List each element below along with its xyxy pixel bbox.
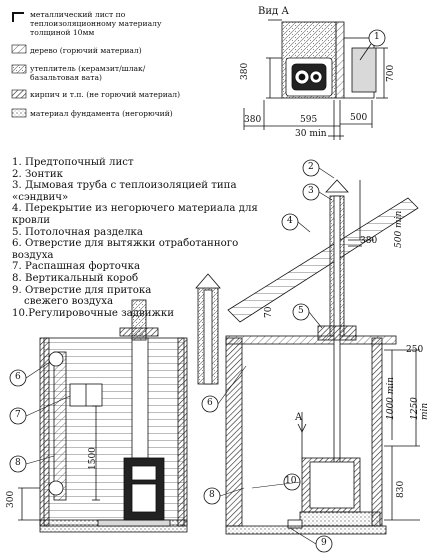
item-9-cont: свежего воздуха xyxy=(24,296,114,308)
callout-8-right xyxy=(203,487,221,505)
callout-9 xyxy=(315,535,333,553)
legend-wood: дерево (горючий материал) xyxy=(30,46,142,55)
item-4-cont: кровли xyxy=(12,214,51,226)
view-a-title: Вид А xyxy=(258,6,289,17)
item-5: 5. Потолочная разделка xyxy=(12,226,143,238)
section-view xyxy=(195,179,420,535)
item-6: 6. Отверстие для вытяжки отработанного xyxy=(12,238,239,250)
callout-6-left xyxy=(9,369,27,387)
legend-foundation: материал фундамента (негорючий) xyxy=(30,109,173,118)
foundation-dots-icon xyxy=(11,108,27,118)
sheet-icon xyxy=(12,12,24,22)
callout-4 xyxy=(281,213,299,231)
item-3-cont: «сэндвич» xyxy=(12,191,69,203)
callout-7 xyxy=(9,407,27,425)
item-list: 1. Предтопочный лист 2. Зонтик 3. Дымова… xyxy=(12,157,258,319)
callout-3 xyxy=(302,183,320,201)
callout-1 xyxy=(368,29,386,47)
wood-hatch-icon xyxy=(11,44,27,54)
callout-6-right xyxy=(201,395,219,413)
item-6-cont: воздуха xyxy=(12,249,54,261)
callouts xyxy=(9,159,333,553)
callout-5 xyxy=(292,303,310,321)
item-4: 4. Перекрытие из негорючего материала дл… xyxy=(12,203,258,215)
item-1: 1. Предтопочный лист xyxy=(12,157,134,168)
legend-brick: кирпич и т.п. (не горючий материал) xyxy=(30,90,181,99)
item-10: 10.Регулировочные задвижки xyxy=(12,307,175,319)
item-8: 8. Вертикальный короб xyxy=(12,272,139,284)
item-3: 3. Дымовая труба с теплоизоляцией типа xyxy=(12,180,237,192)
legend-insulation: утеплитель (керамзит/шлак/ базальтовая в… xyxy=(30,64,146,82)
brick-hatch-icon xyxy=(11,89,27,99)
item-9: 9. Отверстие для притока xyxy=(12,284,152,296)
insulation-hatch-icon xyxy=(11,64,27,74)
callout-2 xyxy=(302,159,320,177)
item-7: 7. Распашная форточка xyxy=(12,261,141,273)
view-a xyxy=(243,19,388,140)
item-2: 2. Зонтик xyxy=(12,168,64,180)
legend-swatches xyxy=(11,12,27,118)
front-chimney xyxy=(119,299,159,341)
callout-8-left xyxy=(9,455,27,473)
legend-sheet: металлический лист по теплоизоляционному… xyxy=(30,10,162,37)
front-view xyxy=(18,337,188,533)
